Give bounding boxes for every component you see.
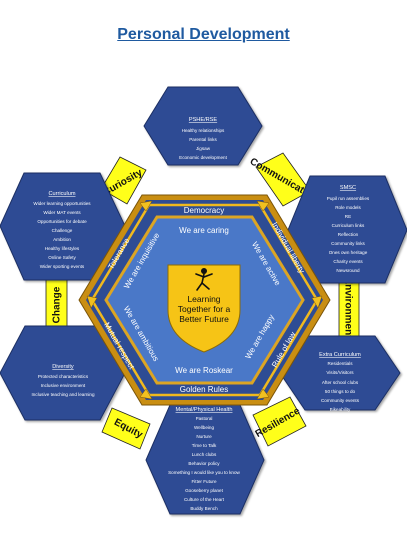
smsc-item: Ones own heritage xyxy=(329,250,368,255)
curriculum-item: Challenge xyxy=(52,228,73,233)
extra-heading: Extra Curriculum xyxy=(319,352,361,358)
smsc-item: Role models xyxy=(335,205,361,210)
pshe-heading: PSHE/RSE xyxy=(189,117,218,123)
inner-label-roskear: We are Roskear xyxy=(175,366,233,375)
diversity-item: Inclusive teaching and learning xyxy=(31,392,95,397)
curriculum-heading: Curriculum xyxy=(48,191,75,197)
outer-label-democracy: Democracy xyxy=(184,206,224,215)
extra-item: Residentials xyxy=(327,361,353,366)
health-item: Time to Talk xyxy=(192,443,217,448)
pshe-item: Economic development xyxy=(179,155,227,160)
extra-item: 50 things to do xyxy=(325,389,356,394)
extra-item: After school clubs xyxy=(322,380,359,385)
hexagon-extra-curriculum: Extra Curriculum Residentials Visits/Vis… xyxy=(279,335,401,412)
curriculum-item: Opportunities for debate xyxy=(37,219,87,224)
shield-line-2: Together for a xyxy=(178,304,231,314)
curriculum-item: Ambition xyxy=(53,237,71,242)
hexagon-health: Mental/Physical Health Pastoral Wellbein… xyxy=(145,404,265,515)
smsc-item: Community links xyxy=(331,241,365,246)
connector-change: Change xyxy=(45,279,68,331)
pshe-item: Jigsaw xyxy=(196,146,211,151)
smsc-item: Charity events xyxy=(333,259,363,264)
diversity-heading: Diversity xyxy=(52,364,74,370)
curriculum-item: Online Safety xyxy=(48,255,76,260)
outer-label-golden-rules: Golden Rules xyxy=(180,385,228,394)
health-item: Wellbeing xyxy=(194,425,215,430)
connector-environment: Environment xyxy=(338,277,360,339)
pshe-item: Parental links xyxy=(189,137,217,142)
hexagon-pshe: PSHE/RSE Healthy relationships Parental … xyxy=(143,86,263,166)
smsc-item: Reflection xyxy=(338,232,359,237)
connector-resilience: Resilience xyxy=(252,396,307,447)
connector-equity: Equity xyxy=(101,407,151,450)
diversity-item: Protected characteristics xyxy=(38,374,89,379)
connector-environment-label: Environment xyxy=(343,277,354,339)
diversity-item: Inclusive environment xyxy=(41,383,86,388)
curriculum-item: Wider learning opportunities xyxy=(33,201,91,206)
smsc-item: Curriculum links xyxy=(332,223,365,228)
running-child-icon xyxy=(195,268,213,291)
smsc-item: Pupil run assemblies xyxy=(327,196,370,201)
health-item: Lunch clubs xyxy=(192,452,217,457)
central-shield: Learning Together for a Better Future xyxy=(167,264,241,353)
health-item: Gooseberry planet xyxy=(185,488,224,493)
smsc-heading: SMSC xyxy=(340,185,356,191)
smsc-item: RE xyxy=(345,214,351,219)
shield-line-3: Better Future xyxy=(179,314,229,324)
health-item: Something I would like you to know xyxy=(168,470,240,475)
health-item: Nurture xyxy=(196,434,212,439)
health-item: Pastoral xyxy=(196,416,213,421)
curriculum-item: Wider MAT events xyxy=(43,210,81,215)
connector-change-label: Change xyxy=(52,286,63,323)
inner-label-caring: We are caring xyxy=(179,226,229,235)
page-title: Personal Development xyxy=(117,26,290,43)
extra-item: Bikeability xyxy=(330,407,351,412)
health-item: Fitter Future xyxy=(191,479,216,484)
curriculum-item: Healthy lifestyles xyxy=(45,246,80,251)
pshe-item: Healthy relationships xyxy=(182,128,225,133)
health-heading: Mental/Physical Health xyxy=(176,407,233,413)
health-item: Behavior policy xyxy=(188,461,220,466)
shield-line-1: Learning xyxy=(187,294,220,304)
extra-item: Community events xyxy=(321,398,360,403)
smsc-item: Newsround xyxy=(336,268,360,273)
health-item: Buddy Bench xyxy=(190,506,218,511)
health-item: Culture of the Heart xyxy=(184,497,225,502)
extra-item: Visits/Visitors xyxy=(326,370,354,375)
curriculum-item: Wider sporting events xyxy=(40,264,85,269)
